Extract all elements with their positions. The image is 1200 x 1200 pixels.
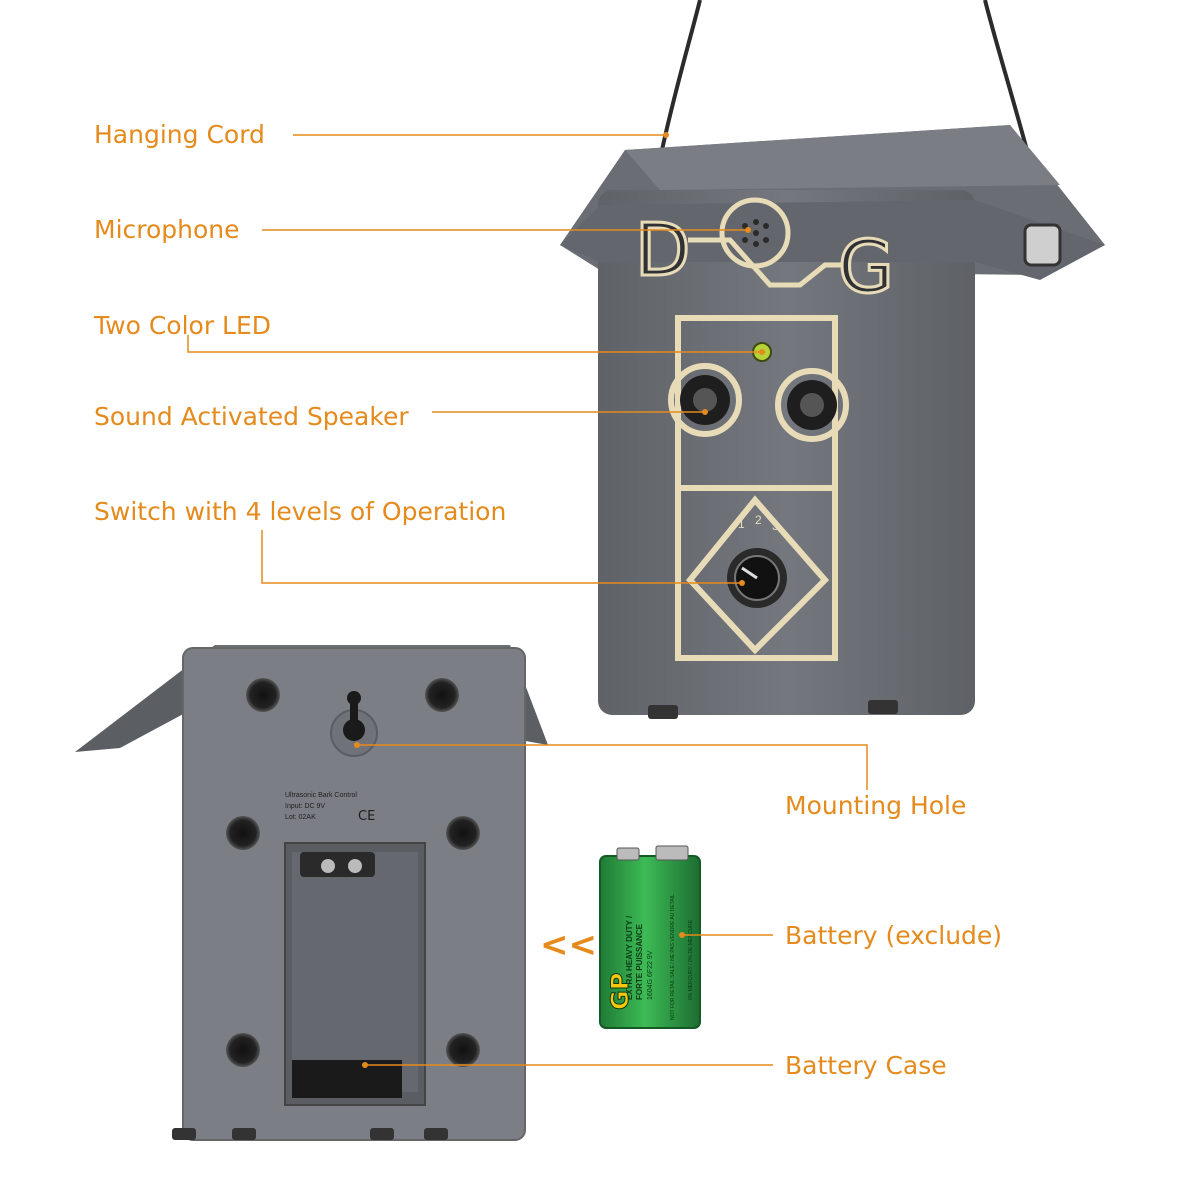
cord-clip [1023, 223, 1062, 267]
battery-line4: NOT FOR RETAIL SALE / NE PAS VENDRE AU D… [670, 894, 676, 1020]
switch-diamond [686, 495, 830, 655]
ce-mark: CE [358, 809, 375, 824]
hanging-cord [660, 0, 702, 151]
label-battery: Battery (exclude) [785, 921, 1003, 950]
speaker-left [668, 363, 742, 437]
microphone-ring [719, 197, 791, 269]
logo-letter-g: G [838, 225, 894, 309]
label-hanging-cord: Hanging Cord [94, 120, 265, 149]
speaker-right [775, 368, 849, 442]
leader-led [187, 335, 762, 353]
battery-line1: EXTRA HEAVY DUTY / [625, 915, 634, 1000]
insert-arrow: << [540, 925, 597, 965]
battery-brand: GP [606, 973, 634, 1010]
label-battery-case: Battery Case [785, 1051, 947, 1080]
battery-line5: 0% MERCURY / 0% DE MERCURE [688, 919, 694, 1000]
face-plate [675, 315, 838, 661]
battery-print: EXTRA HEAVY DUTY / FORTE PUISSANCE 1604G… [625, 894, 694, 1020]
battery-9v: EXTRA HEAVY DUTY / FORTE PUISSANCE 1604G… [599, 845, 701, 1029]
back-unit: Ultrasonic Bark Control Input: DC 9V Lot… [75, 645, 548, 1141]
label-mounting-hole: Mounting Hole [785, 791, 967, 820]
label-switch: Switch with 4 levels of Operation [94, 497, 507, 526]
logo-letter-d: D [635, 208, 690, 292]
front-unit: D G 1 2 3 [560, 125, 1105, 719]
leader-dots [354, 132, 765, 1068]
leader-switch [261, 530, 742, 584]
dog-logo [688, 197, 845, 288]
battery-line2: FORTE PUISSANCE [635, 923, 644, 1000]
switch-level-3: 3 [772, 519, 779, 533]
leader-lines [187, 134, 868, 1066]
screw-holes [226, 678, 480, 1067]
label-microphone: Microphone [94, 215, 240, 244]
battery-line3: 1604G 6F22 9V [647, 950, 654, 1000]
label-two-color-led: Two Color LED [94, 311, 272, 340]
microphone-grill [742, 219, 769, 247]
product-name-print: Ultrasonic Bark Control [285, 792, 357, 799]
label-sound-speaker: Sound Activated Speaker [94, 402, 409, 431]
switch-knob [727, 548, 787, 608]
switch-level-1: 1 [738, 517, 745, 531]
input-print: Input: DC 9V [285, 803, 325, 810]
lot-print: Lot: 02AK [285, 814, 316, 821]
switch-level-2: 2 [755, 513, 762, 527]
leader-mounting-hole [357, 744, 868, 790]
